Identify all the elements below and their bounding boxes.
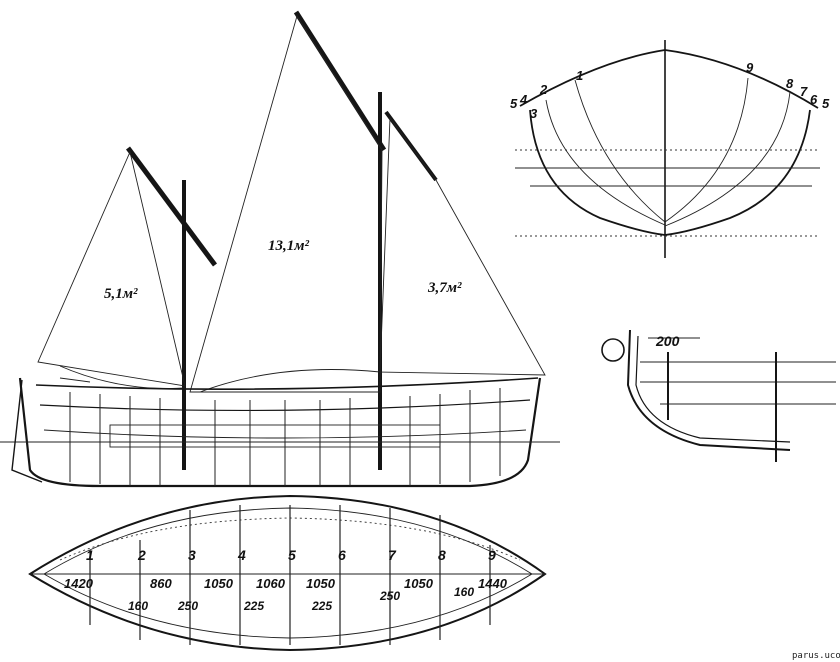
plan-station-9: 9: [488, 547, 496, 563]
section-dimension-200: 200: [655, 333, 680, 349]
plan-station-8: 8: [438, 547, 446, 563]
body-plan-left-2: 2: [539, 82, 548, 97]
plan-spacing-1420: 1420: [64, 576, 94, 591]
body-plan-right-5: 5: [822, 96, 830, 111]
plan-deck-line-lower: [43, 573, 533, 639]
frames: [69, 388, 501, 486]
plan-width-250-b: 250: [379, 589, 400, 603]
body-plan-section-1: [529, 109, 811, 236]
stem: [11, 379, 43, 483]
foresail-area-label: 5,1м²: [104, 286, 138, 302]
plan-station-2: 2: [137, 547, 146, 563]
mainsail-yard: [293, 10, 387, 152]
plan-width-225-a: 225: [243, 599, 264, 613]
body-plan-left-5: 5: [510, 96, 518, 111]
section-hull-curve: [626, 329, 791, 451]
body-plan-left-3: 3: [530, 106, 538, 121]
body-plan-right-6: 6: [810, 92, 818, 107]
fender-circle: [601, 338, 625, 362]
plan-spacing-860: 860: [150, 576, 172, 591]
body-plan-section-2: [545, 99, 666, 226]
body-plan-sheer: [519, 49, 819, 109]
section-inner-curve: [635, 335, 791, 443]
plan-station-5: 5: [288, 547, 296, 563]
thwart-line: [43, 429, 527, 439]
plan-spacing-1440: 1440: [478, 576, 508, 591]
foresail: [37, 150, 186, 387]
body-plan-left-1: 1: [576, 68, 583, 83]
mainsail: [189, 14, 383, 393]
body-plan: 5 4 3 2 1 9 8 7 6 5: [510, 40, 830, 258]
mainsail-area-label: 13,1м²: [268, 238, 310, 254]
sail-plan: 5,1м² 13,1м² 3,7м²: [37, 10, 546, 470]
section-detail: 200: [601, 329, 836, 462]
sheer-line: [35, 377, 539, 390]
mainsail-foot-curve: [199, 369, 381, 393]
plan-spacing-1050-a: 1050: [204, 576, 234, 591]
gunwale-line: [39, 399, 531, 412]
body-plan-right-7: 7: [800, 84, 808, 99]
body-plan-right-9: 9: [746, 60, 754, 75]
plan-hull-outline: [28, 494, 547, 652]
mizzen-sail: [379, 116, 546, 376]
plan-spacing-1050-b: 1050: [306, 576, 336, 591]
plan-spacing-1050-c: 1050: [404, 576, 434, 591]
plan-deck-line: [43, 507, 533, 575]
foresail-yard: [125, 146, 218, 267]
watermark: parus.ucoz.ru: [792, 651, 840, 661]
plan-station-4: 4: [237, 547, 246, 563]
plan-station-7: 7: [388, 547, 397, 563]
bowsprit: [59, 377, 91, 383]
mizzen-area-label: 3,7м²: [427, 280, 462, 296]
body-plan-right-8: 8: [786, 76, 794, 91]
hull-profile: [0, 377, 560, 488]
foresail-foot-curve: [59, 365, 186, 389]
plan-spacing-1060: 1060: [256, 576, 286, 591]
body-plan-left-4: 4: [519, 92, 528, 107]
body-plan-section-5: [664, 91, 791, 227]
body-plan-section-4: [664, 77, 749, 223]
plan-width-225-b: 225: [311, 599, 332, 613]
body-plan-section-3: [574, 79, 666, 223]
plan-width-160-b: 160: [454, 585, 474, 599]
plan-width-250-a: 250: [177, 599, 198, 613]
plan-station-3: 3: [188, 547, 196, 563]
plan-station-6: 6: [338, 547, 346, 563]
plan-view: 1 2 3 4 5 6 7 8 9 1420 860 1050 1060 105…: [28, 494, 547, 652]
plan-width-160-a: 160: [128, 599, 148, 613]
plan-station-1: 1: [86, 547, 94, 563]
